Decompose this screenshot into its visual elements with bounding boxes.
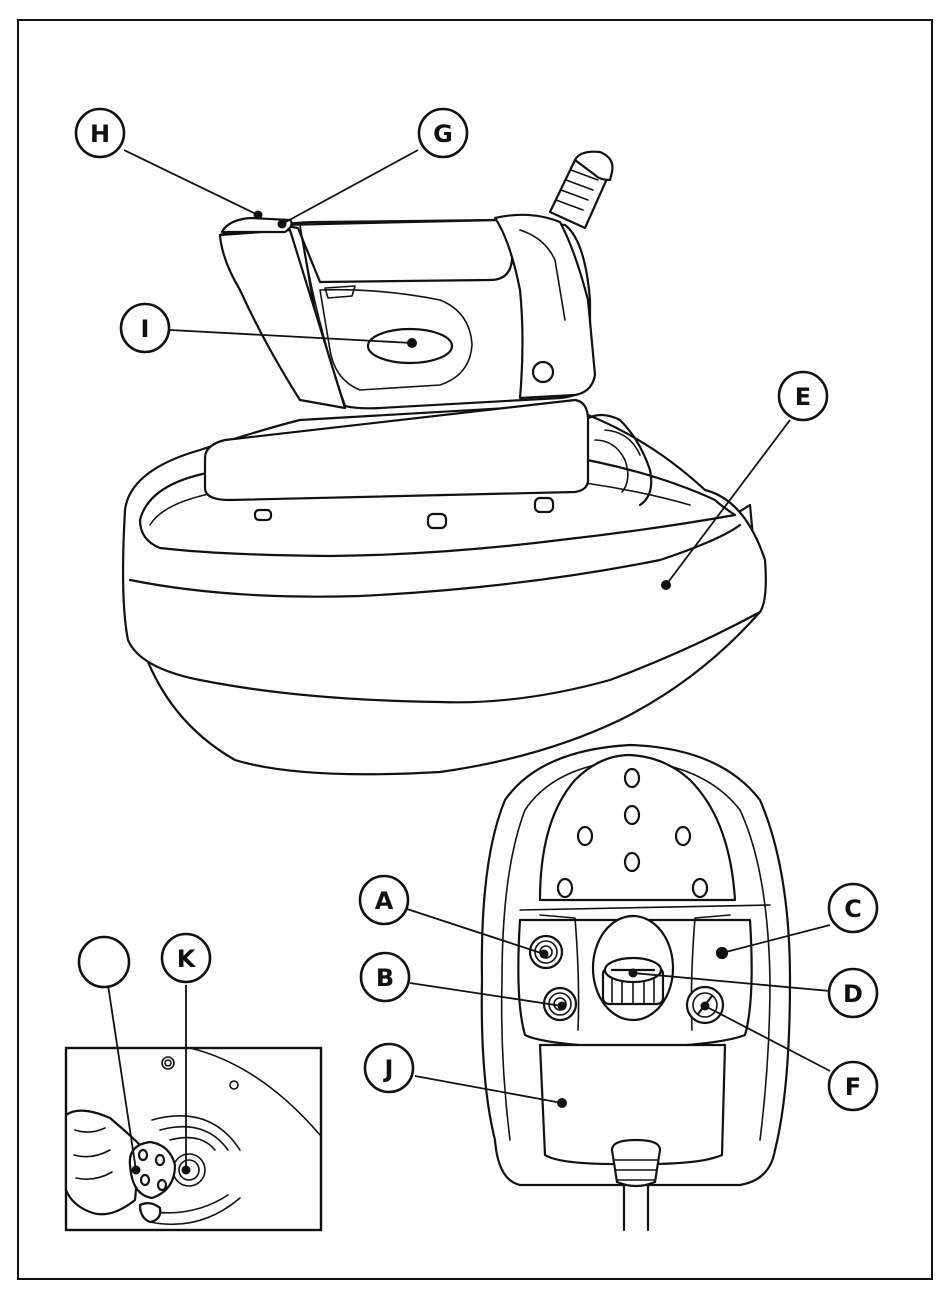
callout-label-k: K [177, 945, 197, 973]
callout-label-j: J [383, 1055, 394, 1083]
callout-label-d: D [843, 980, 863, 1008]
cleaning-detail-inset [66, 1048, 321, 1230]
cap-knob [603, 958, 663, 1004]
cord-guard [550, 152, 613, 228]
callout-d: D [829, 969, 877, 1017]
callout-label-c: C [844, 895, 862, 923]
base-control-panel [482, 745, 790, 1230]
callout-k: K [162, 934, 210, 982]
steam-iron [205, 152, 613, 500]
callout-label-e: E [795, 383, 811, 411]
callout-label-f: F [845, 1073, 861, 1101]
callout-j: J [365, 1044, 413, 1092]
callout-h: H [76, 109, 124, 157]
callout-i: I [121, 304, 169, 352]
callout-label-h: H [90, 120, 110, 148]
callout-blank [79, 937, 129, 987]
callout-g: G [419, 109, 467, 157]
callout-label-b: B [376, 964, 394, 992]
callout-label-i: I [141, 315, 150, 343]
callout-label-a: A [375, 887, 394, 915]
callout-c: C [829, 884, 877, 932]
callout-f: F [829, 1062, 877, 1110]
callout-e: E [779, 372, 827, 420]
callout-b: B [361, 953, 409, 1001]
callout-a: A [360, 876, 408, 924]
callout-label-g: G [433, 120, 453, 148]
